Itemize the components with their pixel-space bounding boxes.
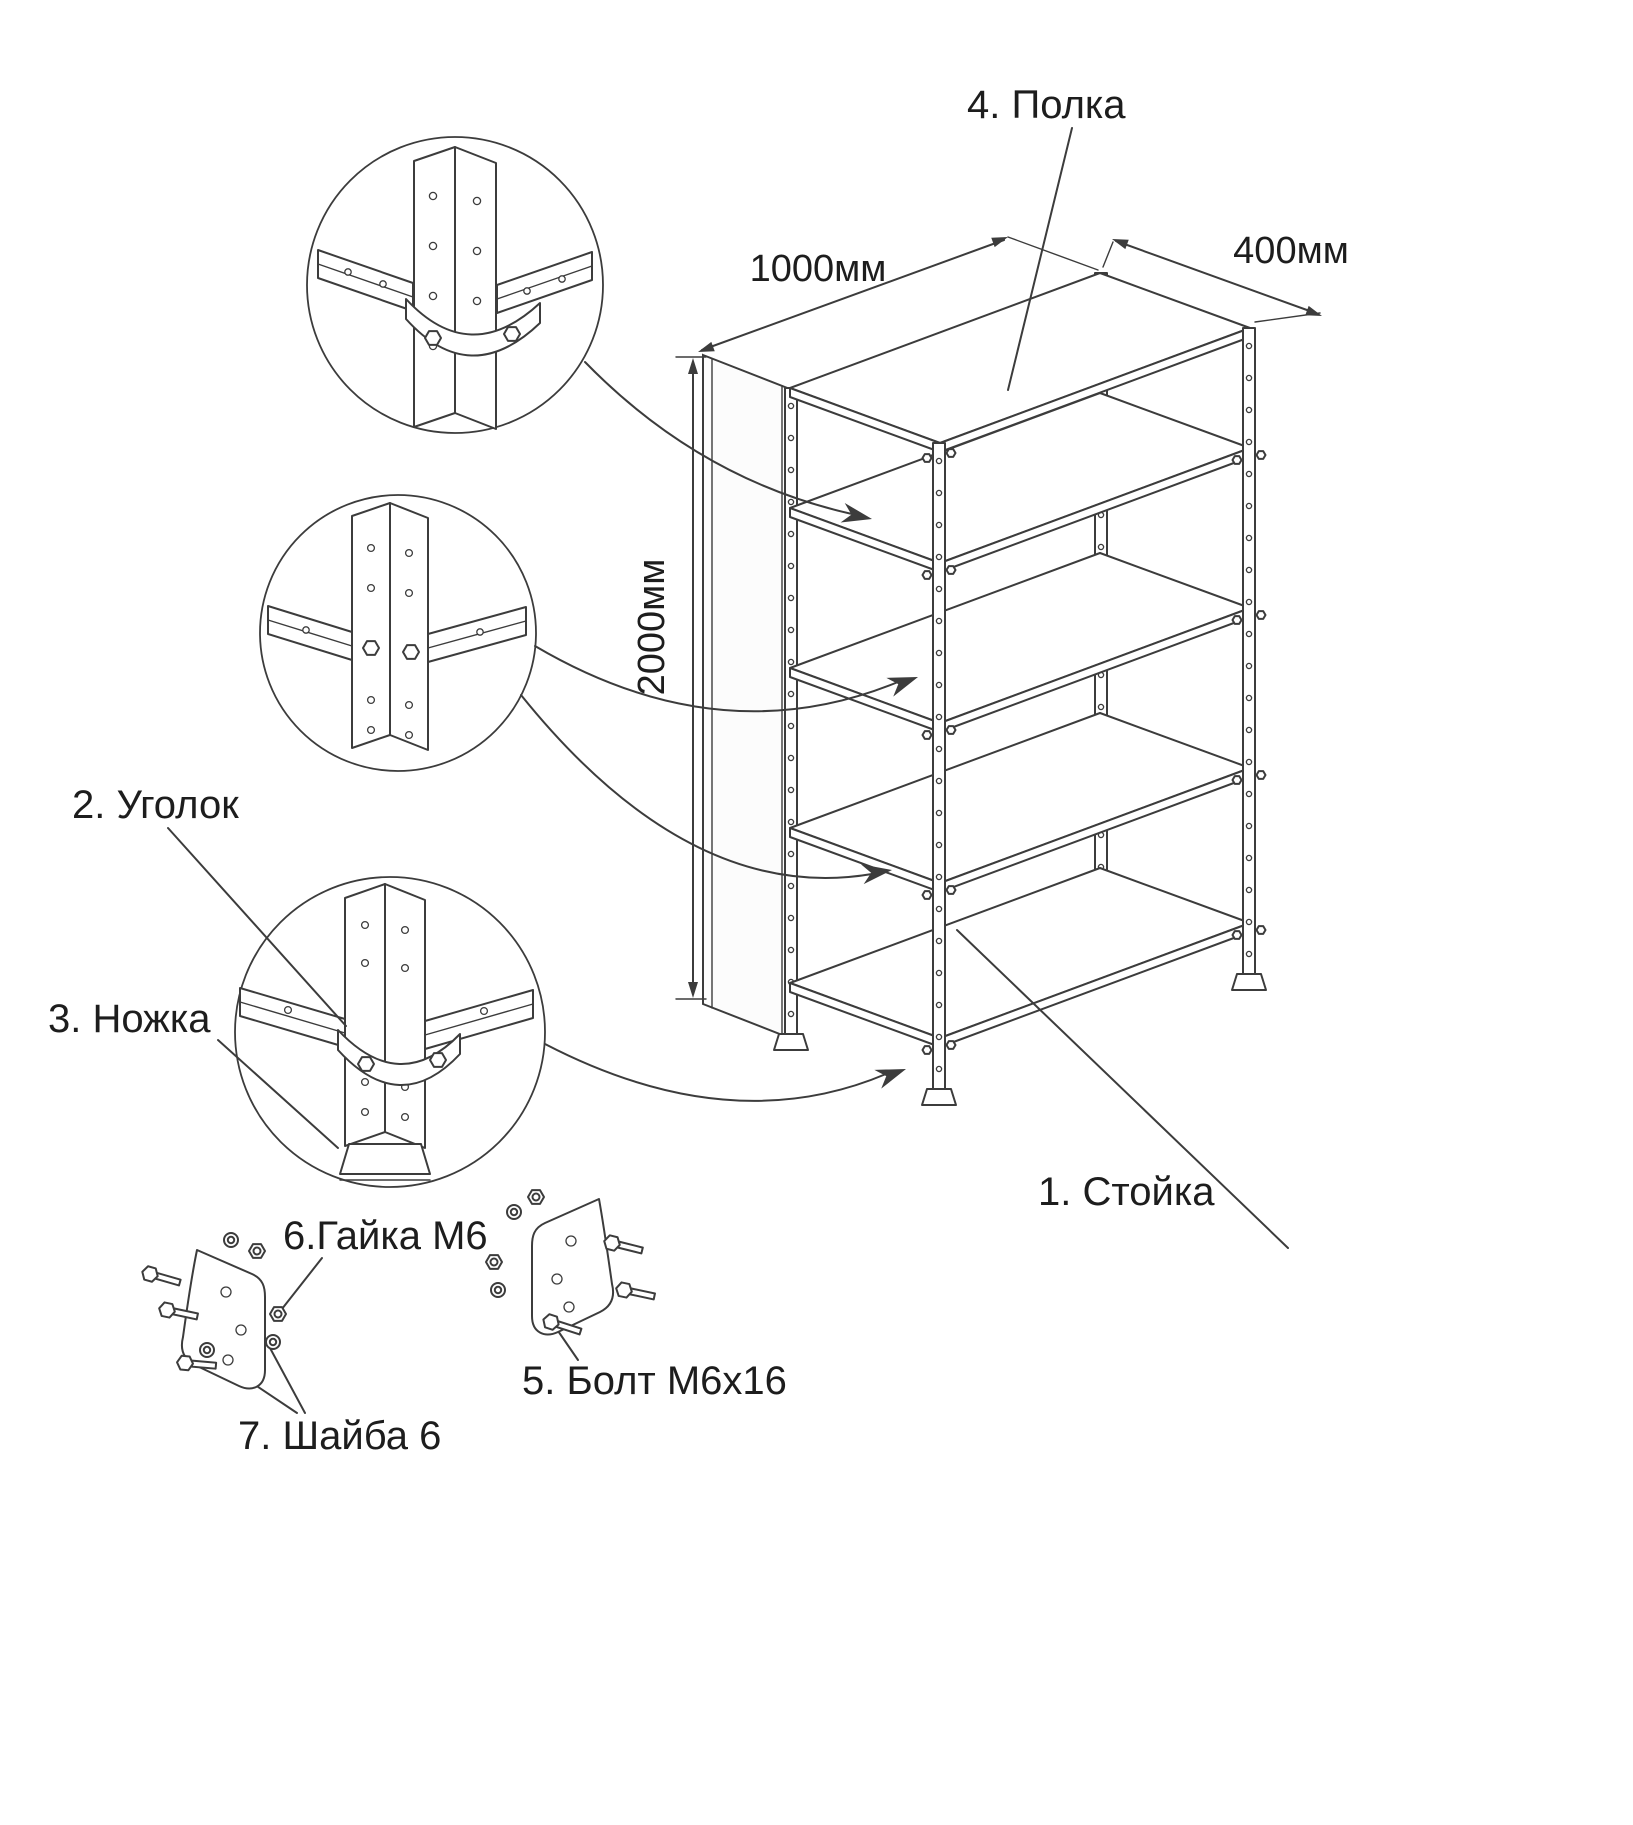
leader-arrow-icon (874, 1059, 910, 1089)
side-panel (702, 353, 791, 1040)
dimension-height (675, 356, 707, 1000)
washer-icon (506, 1204, 522, 1220)
upright-front-left (921, 442, 957, 1106)
label-bolt: 5. Болт М6х16 (522, 1359, 787, 1403)
dim-arrow-right (991, 232, 1010, 248)
nut-icon (270, 1307, 286, 1321)
label-foot: 3. Ножка (48, 997, 211, 1041)
dim-arrow-down (688, 982, 698, 998)
washer-icon (265, 1334, 281, 1350)
washer-icon (223, 1232, 239, 1248)
bolt-icon (603, 1234, 644, 1257)
label-bracket: 2. Уголок (72, 783, 239, 827)
shelving-unit (702, 272, 1267, 1106)
label-nut: 6.Гайка М6 (283, 1214, 488, 1258)
bolt-head-icon (402, 644, 420, 660)
bracket-plate (531, 1198, 615, 1336)
foot-block (339, 1143, 431, 1175)
dim-height-label: 2000мм (631, 559, 673, 696)
washer-icon (199, 1342, 215, 1358)
bolt-icon (140, 1265, 181, 1289)
washer-icon (490, 1282, 506, 1298)
bolt-head-icon (357, 1056, 375, 1072)
nut-icon (249, 1244, 265, 1258)
shelf-1 (789, 272, 1251, 453)
detail-foot-joint (234, 876, 546, 1188)
bolt-head-icon (503, 326, 521, 342)
detail-middle-joint (259, 494, 537, 772)
leader-lines (167, 127, 1289, 1414)
dim-arrow-right (1305, 305, 1324, 321)
dimension-depth (1102, 234, 1324, 323)
dim-arrow-left (696, 341, 715, 357)
upright-front-right (1231, 327, 1267, 991)
label-upright: 1. Стойка (1038, 1170, 1215, 1214)
bolt-icon (615, 1282, 656, 1304)
bolt-head-icon (362, 640, 380, 656)
label-washer: 7. Шайба 6 (238, 1414, 441, 1458)
shelf-5 (789, 867, 1251, 1048)
hardware-kit-right (486, 1190, 656, 1338)
detail-top-corner-joint (306, 136, 604, 434)
hardware-kit-left (140, 1232, 286, 1390)
dim-depth-label: 400мм (1233, 230, 1349, 272)
dim-width-label: 1000мм (750, 248, 887, 290)
nut-icon (528, 1190, 544, 1204)
bolt-head-icon (429, 1052, 447, 1068)
dim-arrow-up (688, 358, 698, 374)
dimension-width (696, 232, 1099, 357)
nut-icon (486, 1255, 502, 1269)
shelf-3 (789, 552, 1251, 733)
label-shelf: 4. Полка (967, 83, 1126, 127)
bolt-head-icon (424, 330, 442, 346)
shelf-4 (789, 712, 1251, 893)
